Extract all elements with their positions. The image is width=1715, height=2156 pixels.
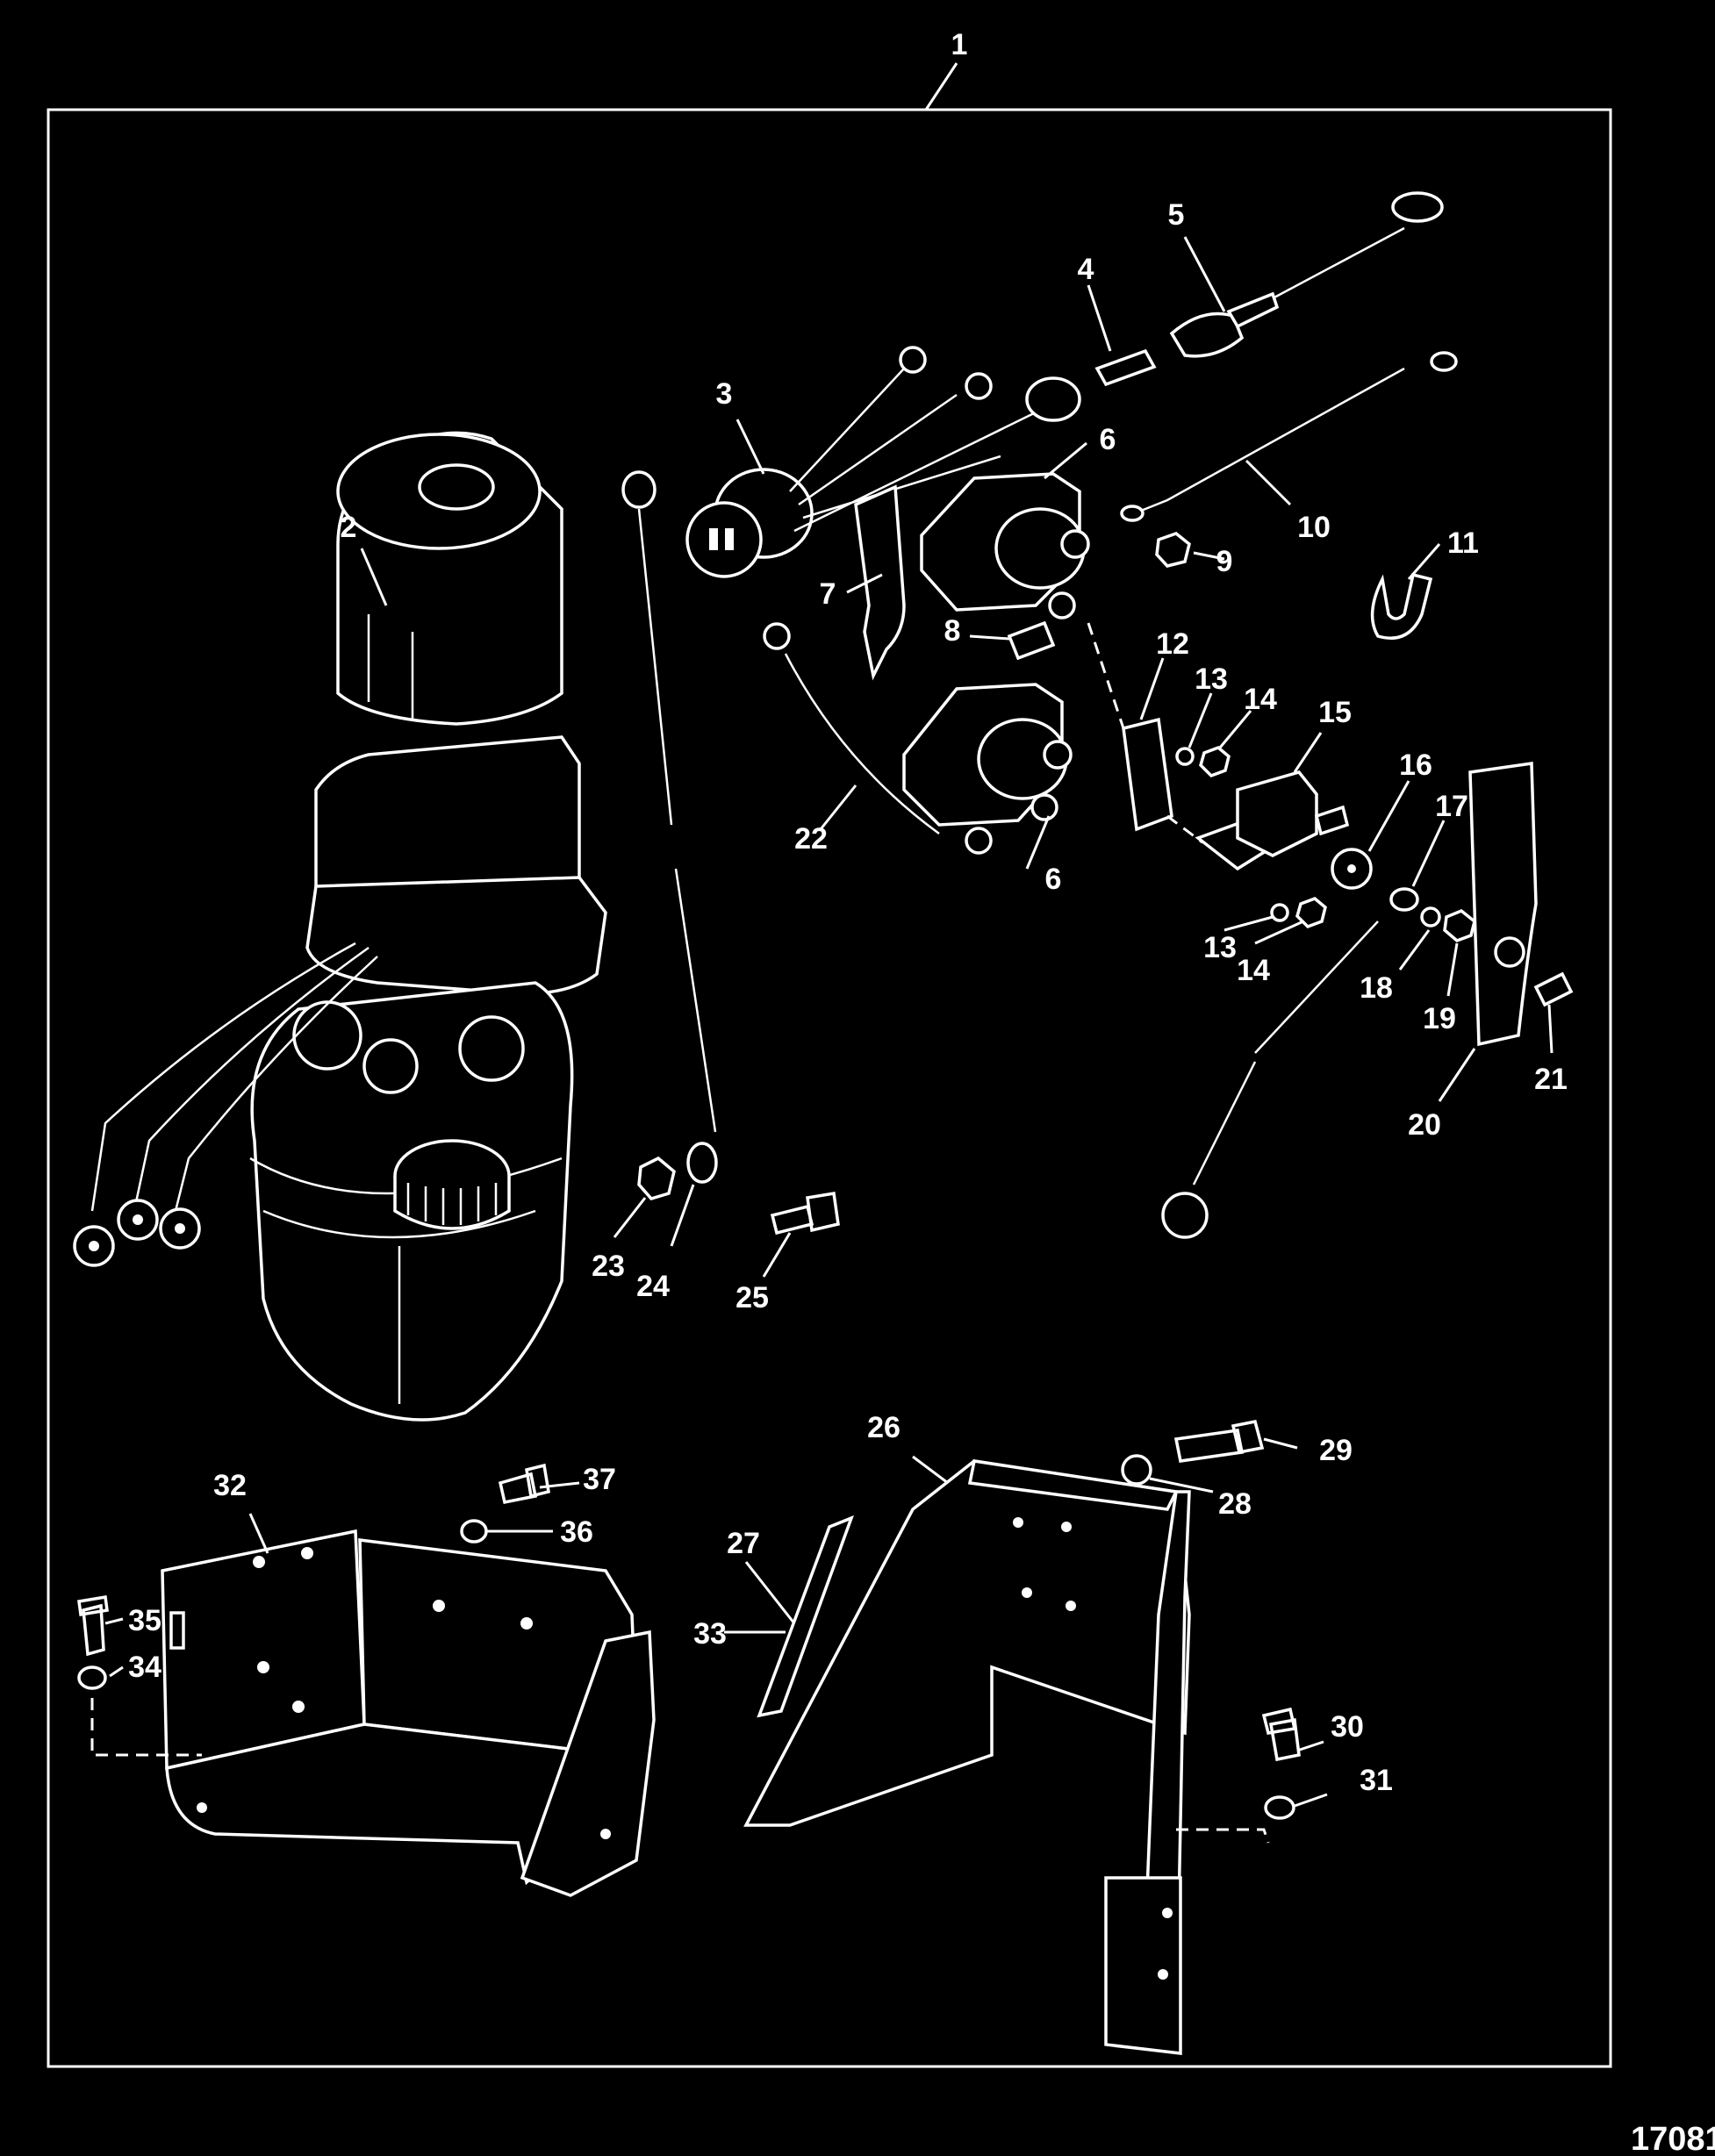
nut-9 [1155,532,1191,568]
bolt-25 [770,1191,840,1236]
callout-19: 19 [1423,1002,1456,1035]
callout-22: 22 [794,822,828,856]
breaker-cover [1468,761,1538,1047]
callout-3: 3 [716,377,733,411]
callout-15: 15 [1318,696,1352,729]
solenoid-lower [902,683,1073,827]
solenoid-mount-plate [1122,717,1173,832]
bolt-37 [498,1463,550,1505]
jumper-lead [763,622,993,855]
washer-34 [77,1665,107,1690]
callout-29: 29 [1319,1434,1353,1467]
leader-lines [104,236,1554,1808]
callout-1: 1 [951,28,968,61]
callout-25: 25 [736,1281,769,1314]
bolt-29 [1173,1419,1265,1463]
callout-20: 20 [1408,1108,1441,1142]
washer-31 [1264,1795,1295,1820]
callout-1-leader [924,62,958,111]
callout-36: 36 [560,1515,593,1549]
mounting-bracket-26 [743,1459,1191,2055]
solenoid-upper [920,472,1090,620]
nut-19 [1443,908,1476,943]
callout-27: 27 [727,1527,760,1560]
fuse-holder-lead [1169,191,1444,358]
lockwasher-13-lower [1270,903,1289,922]
washer-28 [1121,1454,1152,1486]
callout-35: 35 [128,1604,161,1637]
callout-24: 24 [636,1270,670,1303]
nut-14-upper [1199,746,1231,778]
pump-mount-bracket-32 [161,1529,656,1897]
callout-8: 8 [944,614,961,648]
callout-33: 33 [693,1617,727,1651]
callout-30: 30 [1331,1710,1364,1744]
callout-4: 4 [1078,253,1094,286]
callout-16: 16 [1399,749,1432,782]
callout-9: 9 [1216,545,1233,578]
callout-6-lower: 6 [1045,863,1062,896]
assembly-frame [47,108,1612,2068]
motor-leads [73,942,378,1267]
callout-13-lower: 13 [1203,931,1237,964]
solenoid-bracket [854,484,906,681]
lockwasher-18 [1420,906,1441,928]
bolt-30 [1261,1707,1301,1762]
callout-5: 5 [1168,198,1185,232]
callout-2: 2 [341,511,357,544]
callout-32: 32 [213,1469,247,1502]
callout-12: 12 [1156,627,1189,661]
nut-14-lower [1295,897,1327,929]
callout-37: 37 [583,1463,616,1496]
callout-23: 23 [592,1250,625,1283]
screw-35 [77,1594,109,1657]
circuit-breaker [1195,770,1350,871]
nut-23 [637,1156,676,1200]
callout-14-lower: 14 [1237,954,1270,987]
lockwasher-36 [460,1519,488,1544]
pump-motor-assembly [249,431,607,1422]
cable-clip [1370,572,1433,640]
callout-31: 31 [1360,1764,1393,1797]
rubber-strip-27 [757,1515,854,1718]
screw-8 [1007,620,1056,661]
callout-7: 7 [820,577,836,611]
ground-cable [621,470,718,1184]
callout-34: 34 [128,1651,161,1684]
wiring-harness-plug [685,346,1081,578]
terminal-17 [1389,887,1419,912]
figure-number: 17081 [1631,2121,1715,2156]
callout-26: 26 [867,1411,901,1444]
lockwasher-13-upper [1175,747,1195,766]
callout-18: 18 [1360,971,1393,1005]
callout-14-upper: 14 [1244,683,1277,716]
callout-21: 21 [1534,1063,1568,1096]
positive-cable [1120,351,1458,522]
callout-13-upper: 13 [1195,663,1228,696]
callout-28: 28 [1218,1487,1252,1521]
callout-11: 11 [1447,526,1479,560]
callout-6-upper: 6 [1100,423,1116,456]
fuse [1094,348,1157,387]
screw-21 [1533,971,1574,1007]
callout-10: 10 [1297,511,1331,544]
breaker-cable [1161,920,1379,1239]
callout-17: 17 [1435,790,1468,823]
